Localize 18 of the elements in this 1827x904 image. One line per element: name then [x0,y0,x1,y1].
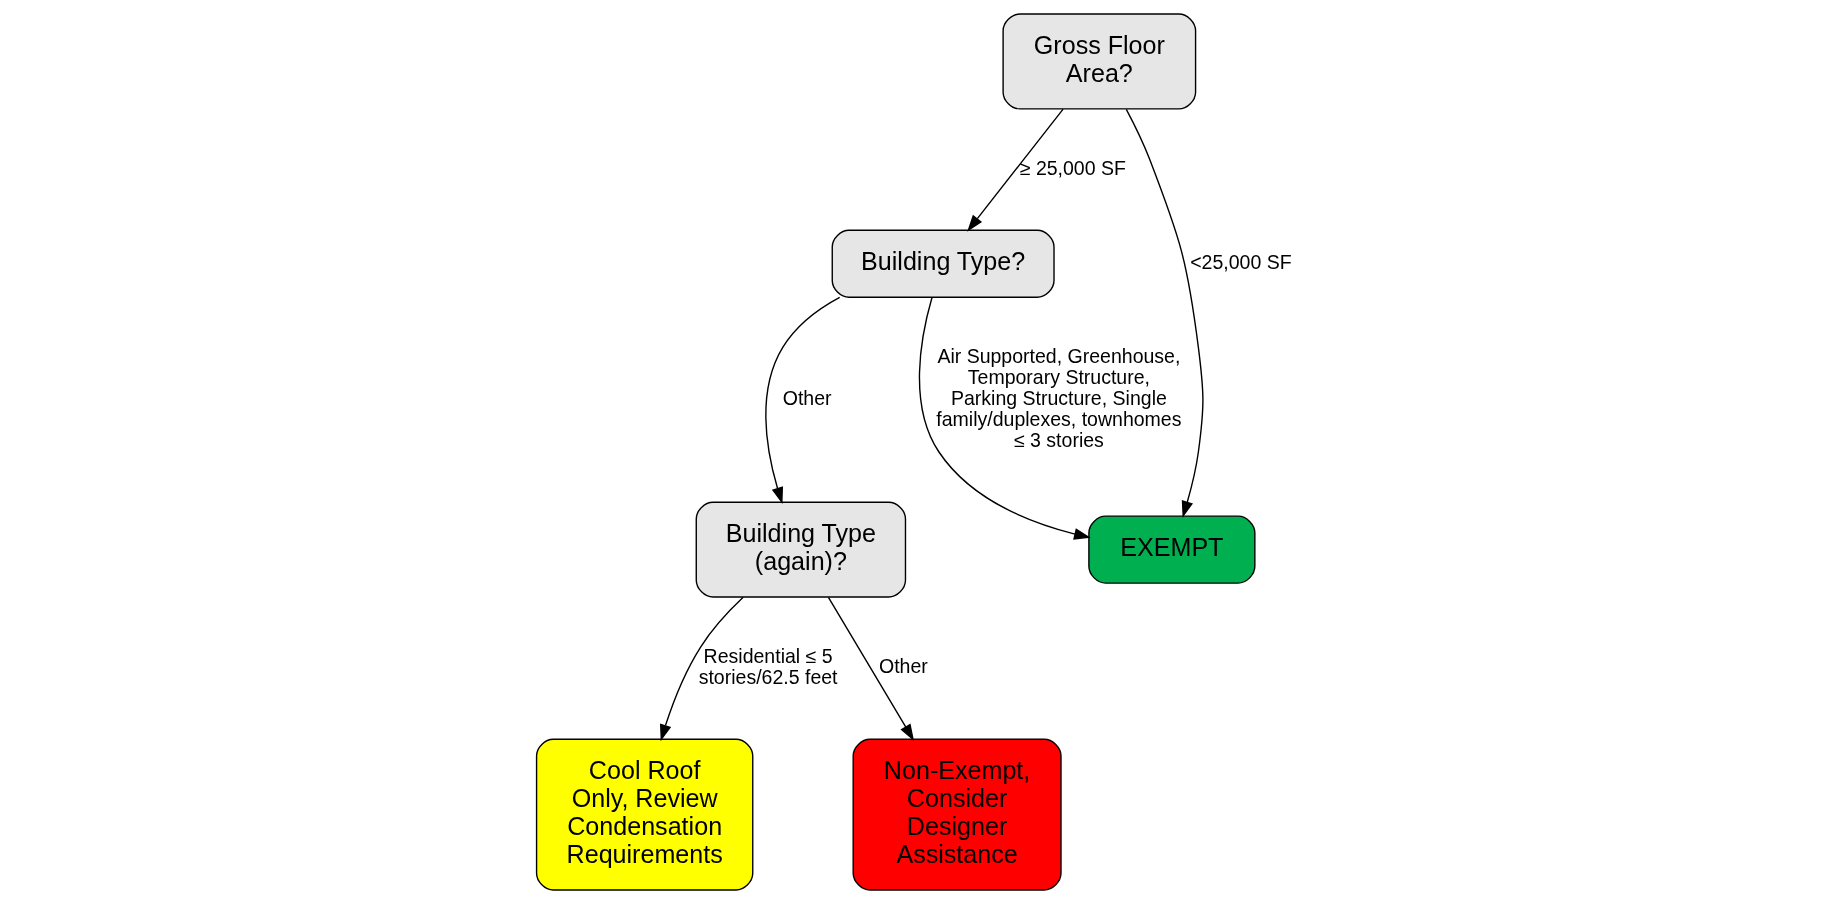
node-box: Non-Exempt, Consider Designer Assistance [852,738,1062,891]
node-box: Building Type? [831,229,1055,298]
edge-label: Other [878,655,928,678]
node-box: Cool Roof Only, Review Condensation Requirements [535,738,754,891]
node-box: Building Type (again)? [695,501,907,598]
arrow [660,596,744,742]
arrow [827,596,915,741]
node-box: EXEMPT [1088,515,1256,584]
edge-label: ≥ 25,000 SF [1019,156,1126,179]
arrow [967,108,1064,232]
edge-label: Other [782,386,832,409]
arrow [1125,108,1204,518]
edge-label: <25,000 SF [1190,250,1292,273]
edge-label: Air Supported, Greenhouse, Temporary Structure, Parking Structure, Single family/duplexes, townhomes ≤ 3 stories [936,345,1182,451]
edge-label: Residential ≤ 5 stories/62.5 feet [698,644,838,688]
node-box: Gross Floor Area? [1002,13,1197,110]
arrow [765,296,841,504]
arrow [918,296,1091,540]
